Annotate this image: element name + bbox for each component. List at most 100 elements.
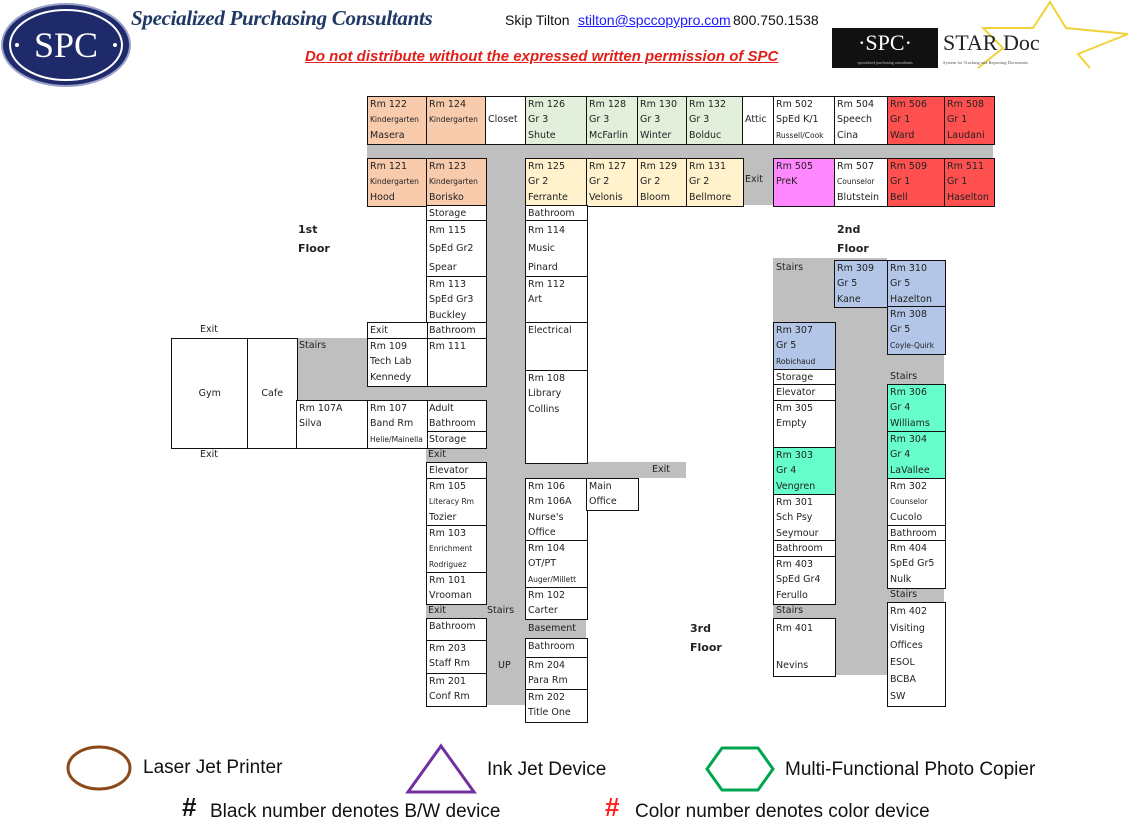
room-line: Office [589,496,617,508]
room-line: Rm 111 [429,341,467,352]
room-bath4[interactable]: Bathroom [525,638,588,659]
room-electrical[interactable]: Electrical [525,322,588,372]
legend-color-note: Color number denotes color device [635,801,930,822]
room-line: Seymour [776,527,819,539]
room-line: Rm 125 [528,161,566,172]
room-line: Rm 404 [890,543,928,554]
contact-email-link[interactable]: stilton@spccopypro.com [578,12,731,28]
room-line: Counselor [837,177,875,187]
room-cafe[interactable]: Cafe [247,338,298,449]
room-attic[interactable]: Attic [742,96,775,145]
room-rm401[interactable]: Rm 401 Nevins [773,618,836,677]
room-line: BCBA [890,674,916,686]
room-rm111[interactable]: Rm 111 [426,338,487,387]
room-line: LaVallee [890,464,930,476]
room-line: Library [528,388,562,400]
room-line: Kennedy [370,371,412,383]
room-line: Closet [488,114,518,126]
room-line: Rm 307 [776,325,814,336]
room-gym[interactable]: Gym [171,338,249,449]
room-bath5[interactable]: Bathroom [773,540,836,558]
room-line: Storage [429,208,467,219]
room-elevator1[interactable]: Elevator [426,462,487,480]
room-elevator2[interactable]: Elevator [773,384,836,402]
room-line: Rm 401 [776,622,814,634]
room-line: Gr 1 [947,114,968,126]
room-line: Nulk [890,573,912,585]
room-line: Laudani [947,129,985,141]
room-bath1[interactable]: Bathroom [426,322,487,340]
room-line: ESOL [890,657,915,669]
room-line: Kindergarten [429,177,478,187]
label-up: UP [498,660,511,671]
room-line: Gr 5 [837,278,858,290]
room-line: Kindergarten [370,177,419,187]
room-bath2[interactable]: Bathroom [426,618,487,642]
room-line: Rm 107 [370,403,408,414]
room-line: Ward [890,129,915,141]
room-line: Gr 1 [890,114,911,126]
room-line: Carter [528,605,558,617]
room-closet[interactable]: Closet [485,96,527,145]
room-line: Rm 113 [429,279,467,290]
room-line: Rm 309 [837,263,875,274]
room-exitbox[interactable]: Exit [367,322,428,340]
room-storage2[interactable]: Storage [426,431,487,449]
room-line: Auger/Millett [528,574,577,584]
room-line: Rm 505 [776,161,814,172]
